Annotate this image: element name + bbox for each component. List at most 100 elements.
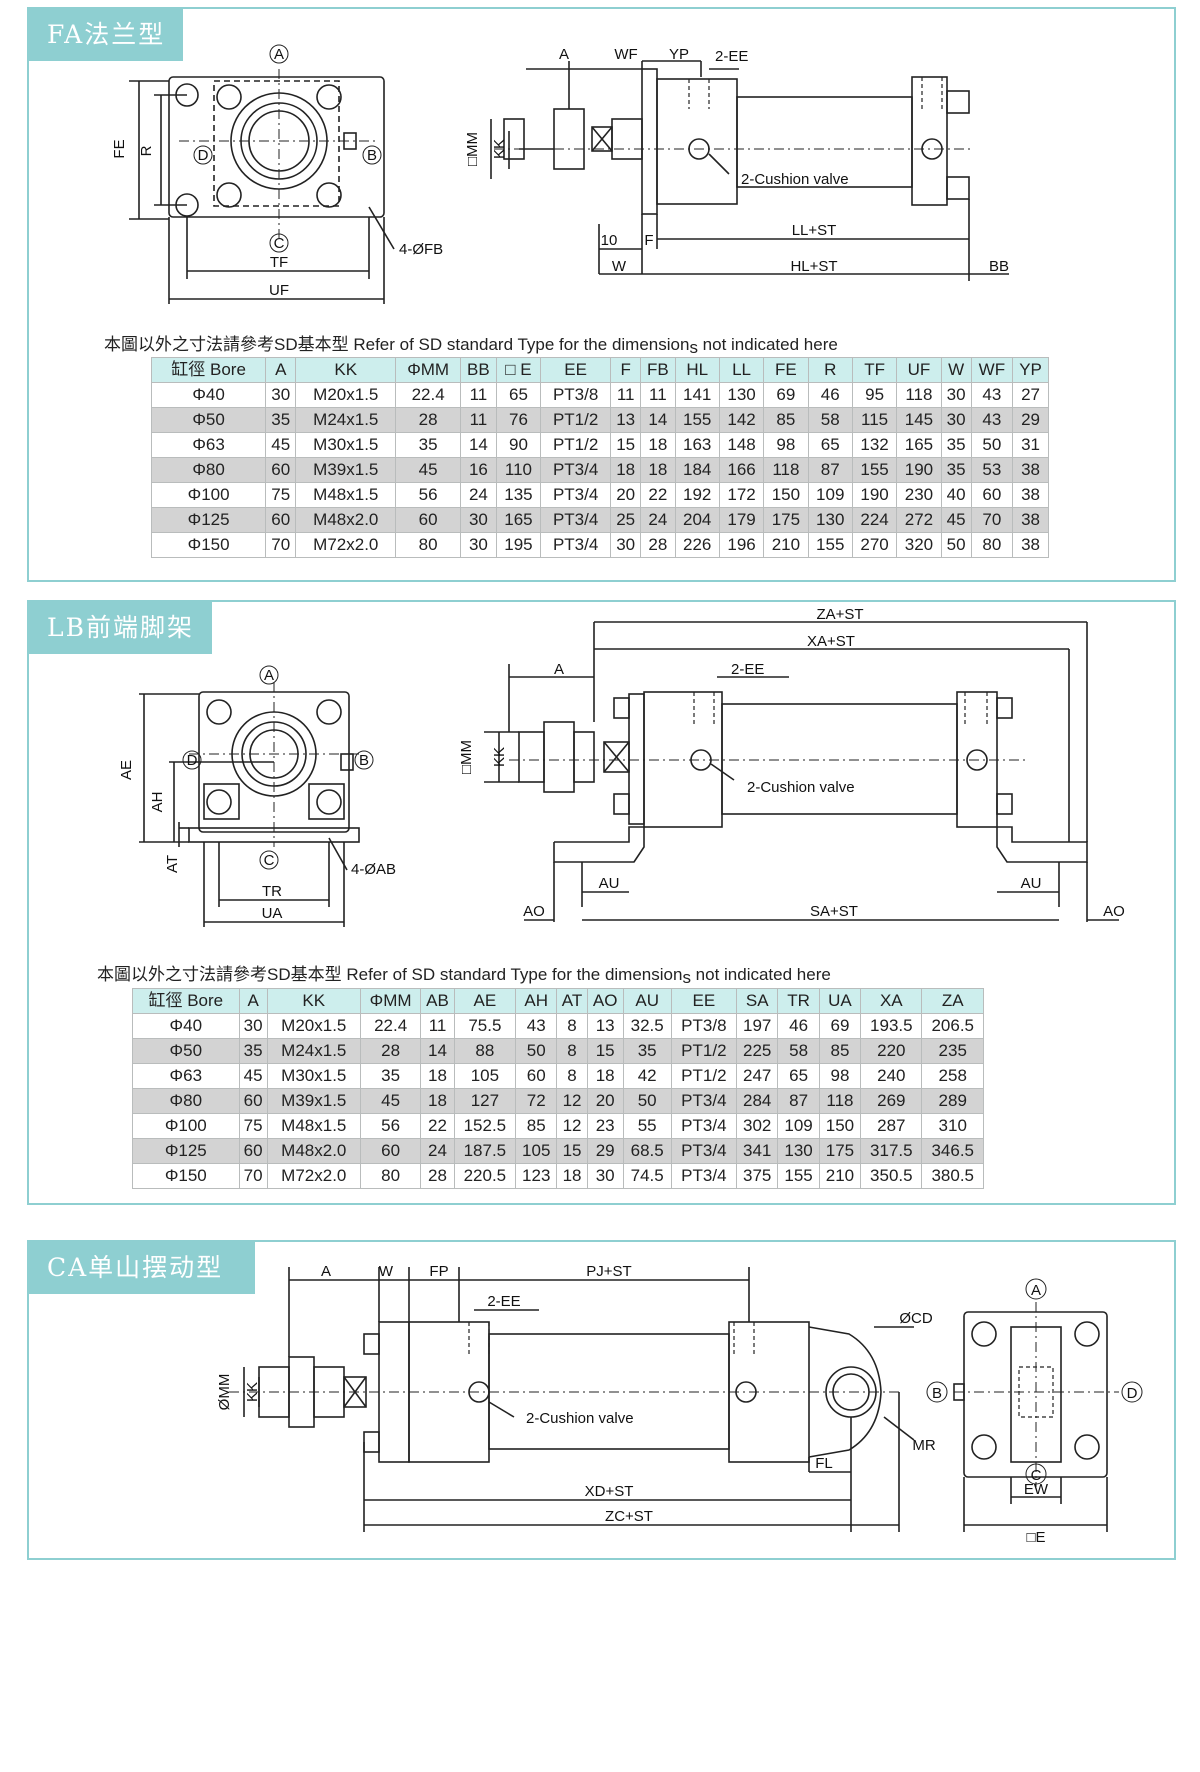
- fa-dim-a: A: [559, 46, 569, 63]
- fa-table-cell: 35: [940, 457, 972, 483]
- lb-table-cell: 258: [921, 1063, 984, 1089]
- lb-port-c: C: [264, 852, 275, 869]
- ca-dim-mr: MR: [912, 1437, 935, 1454]
- fa-table-cell: 270: [851, 532, 898, 558]
- lb-table-cell: 240: [860, 1063, 923, 1089]
- fa-table-cell: 95: [851, 382, 898, 408]
- lb-table-cell: 58: [777, 1038, 820, 1064]
- lb-label-ua: UA: [262, 905, 283, 922]
- fa-table-cell: 90: [495, 432, 542, 458]
- fa-drawing: A B C D FE R TF UF 4-ØFB: [111, 44, 1009, 304]
- fa-table-cell: 190: [896, 457, 942, 483]
- lb-table-cell: 28: [359, 1038, 422, 1064]
- lb-col-header: ΦMM: [359, 988, 422, 1014]
- lb-table-cell: 210: [818, 1163, 862, 1189]
- fa-table-cell: 163: [674, 432, 720, 458]
- lb-note-tail: not indicated here: [690, 965, 831, 984]
- fa-dim-yp: YP: [669, 46, 689, 63]
- ca-dim-ee: 2-EE: [487, 1293, 520, 1310]
- ca-dim-pjst: PJ+ST: [586, 1263, 631, 1280]
- lb-table-cell: M20x1.5: [266, 1013, 361, 1039]
- fa-table-cell: 172: [718, 482, 765, 508]
- fa-table-cell: 142: [718, 407, 765, 433]
- lb-table-cell: 225: [736, 1038, 779, 1064]
- lb-table-cell: 12: [556, 1088, 588, 1114]
- lb-col-header: KK: [266, 988, 361, 1014]
- fa-table-cell: 11: [460, 382, 497, 408]
- fa-table-cell: 22: [640, 482, 676, 508]
- lb-table-cell: 105: [453, 1063, 517, 1089]
- fa-table-cell: 150: [763, 482, 809, 508]
- lb-table-cell: 18: [420, 1088, 455, 1114]
- fa-table-cell: 76: [495, 407, 542, 433]
- lb-label-ab: 4-ØAB: [351, 861, 396, 878]
- fa-label-fe: FE: [111, 139, 128, 158]
- lb-table-cell: 130: [777, 1138, 820, 1164]
- lb-dim-au2: AU: [1021, 875, 1042, 892]
- lb-table-cell: 22.4: [359, 1013, 422, 1039]
- fa-table-cell: 16: [460, 457, 497, 483]
- lb-table-cell: 65: [777, 1063, 820, 1089]
- lb-table-cell: 15: [556, 1138, 588, 1164]
- fa-table-cell: 24: [640, 507, 676, 533]
- lb-label-at: AT: [164, 855, 181, 873]
- fa-table-cell: 45: [265, 432, 297, 458]
- fa-table-cell: 155: [807, 532, 853, 558]
- lb-table-cell: PT3/8: [670, 1013, 738, 1039]
- fa-table-cell: 14: [460, 432, 497, 458]
- fa-table-cell: PT1/2: [540, 407, 612, 433]
- lb-table-cell: 30: [586, 1163, 624, 1189]
- ca-port-b: B: [932, 1385, 942, 1402]
- lb-table-cell: 85: [818, 1038, 862, 1064]
- lb-table-cell: 55: [622, 1113, 672, 1139]
- fa-table-cell: 184: [674, 457, 720, 483]
- ca-dim-zcst: ZC+ST: [605, 1508, 653, 1525]
- ca-port-a: A: [1031, 1282, 1041, 1299]
- lb-col-header: AH: [515, 988, 558, 1014]
- fa-table-cell: 38: [1012, 482, 1049, 508]
- fa-table-cell: 118: [896, 382, 942, 408]
- fa-table-cell: 11: [610, 382, 642, 408]
- fa-label-r: R: [138, 145, 155, 156]
- fa-col-header: EE: [540, 357, 612, 383]
- fa-col-header: HL: [674, 357, 720, 383]
- lb-table-cell: PT1/2: [670, 1063, 738, 1089]
- fa-table-cell: 70: [970, 507, 1014, 533]
- fa-port-a: A: [274, 46, 284, 63]
- fa-label-uf: UF: [269, 282, 289, 299]
- lb-table-cell: 50: [622, 1088, 672, 1114]
- lb-table-cell: M48x2.0: [266, 1138, 361, 1164]
- fa-table-cell: 13: [610, 407, 642, 433]
- lb-dim-ee: 2-EE: [731, 661, 764, 678]
- fa-table-cell: M30x1.5: [295, 432, 397, 458]
- ca-dim-w: W: [379, 1263, 394, 1280]
- ca-port-c: C: [1031, 1467, 1042, 1484]
- fa-table-cell: 70: [265, 532, 297, 558]
- fa-table-cell: 115: [851, 407, 898, 433]
- lb-col-header: ZA: [921, 988, 984, 1014]
- lb-col-header: TR: [777, 988, 820, 1014]
- fa-table-cell: 31: [1012, 432, 1049, 458]
- fa-table-cell: PT3/8: [540, 382, 612, 408]
- fa-table-cell: 14: [640, 407, 676, 433]
- fa-dim-kk: KK: [491, 139, 508, 159]
- fa-table-cell: Φ80: [150, 457, 267, 483]
- fa-table-cell: 145: [896, 407, 942, 433]
- lb-table-cell: 287: [860, 1113, 923, 1139]
- lb-table-cell: 8: [556, 1038, 588, 1064]
- lb-col-header: AB: [420, 988, 455, 1014]
- fa-table-cell: 65: [807, 432, 853, 458]
- fa-table-cell: 30: [940, 382, 972, 408]
- ca-port-d: D: [1127, 1385, 1138, 1402]
- lb-table-cell: 23: [586, 1113, 624, 1139]
- lb-table-cell: 75: [238, 1113, 268, 1139]
- lb-port-b: B: [359, 752, 369, 769]
- lb-dim-kk: KK: [491, 747, 508, 767]
- lb-table-cell: PT3/4: [670, 1138, 738, 1164]
- fa-table-cell: 40: [940, 482, 972, 508]
- lb-dim-au1: AU: [599, 875, 620, 892]
- fa-table-cell: 30: [460, 507, 497, 533]
- lb-note-sub: s: [682, 968, 691, 987]
